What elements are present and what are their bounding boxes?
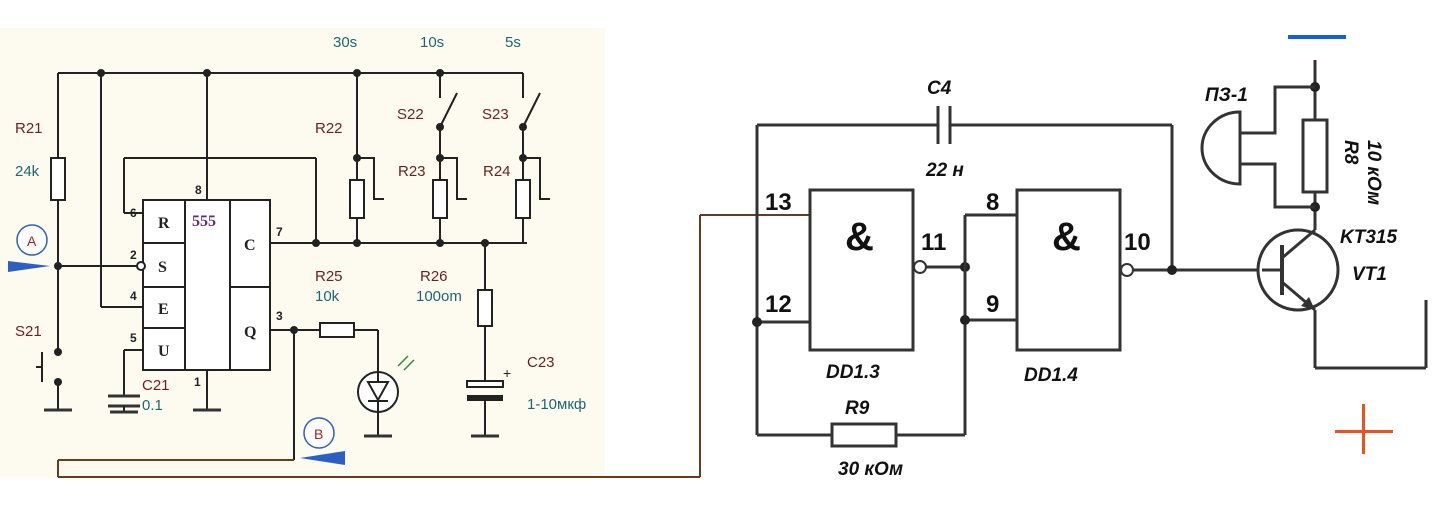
chip-pin-u: U — [158, 343, 170, 360]
resistor-r24 — [515, 179, 531, 219]
time-label-5s: 5s — [505, 34, 521, 51]
r21-value: 24k — [15, 163, 40, 180]
pin-number-4: 4 — [130, 289, 137, 303]
r21-name: R21 — [15, 120, 43, 137]
pin-number-2: 2 — [130, 248, 137, 262]
right-circuit-logic — [752, 60, 1428, 448]
r26-name: R26 — [420, 268, 448, 285]
plus-indicator — [1335, 404, 1393, 454]
chip-pin-s: S — [158, 259, 167, 276]
r24-name: R24 — [483, 163, 511, 180]
c23-name: C23 — [527, 354, 555, 371]
c23-value: 1-10мкф — [527, 396, 586, 413]
resistor-r21 — [50, 157, 66, 201]
switch-s21 — [36, 348, 72, 412]
pin-number-1: 1 — [194, 375, 201, 389]
s21-name: S21 — [15, 323, 42, 340]
switch-s23 — [522, 92, 541, 128]
left-panel-background — [0, 28, 605, 478]
pin-number-5: 5 — [130, 331, 137, 345]
chip-pin-q: Q — [244, 324, 256, 341]
gate-dd1-4-inverter — [1120, 263, 1134, 277]
resistor-r25 — [319, 322, 355, 338]
marker-a — [8, 224, 50, 272]
pin-number-7: 7 — [276, 225, 283, 239]
gate-dd1-4-pin-9: 9 — [986, 291, 999, 318]
time-label-30s: 30s — [333, 34, 357, 51]
r23-name: R23 — [398, 163, 426, 180]
transistor-name: VT1 — [1352, 264, 1387, 285]
pin-number-8: 8 — [195, 183, 202, 197]
gate-dd1-3 — [808, 188, 915, 352]
resistor-r8 — [1301, 118, 1329, 194]
resistor-r22 — [349, 179, 365, 219]
gate-dd1-4-pin-8: 8 — [986, 189, 999, 216]
minus-indicator — [1288, 35, 1346, 39]
time-label-10s: 10s — [420, 34, 444, 51]
marker-b-label: B — [314, 426, 323, 442]
timer-chip-555 — [142, 199, 271, 371]
c21-value: 0.1 — [142, 397, 163, 414]
marker-b — [300, 417, 345, 465]
r8-name: R8 — [1340, 140, 1361, 165]
s22-name: S22 — [397, 106, 424, 123]
gate-dd1-3-name: DD1.3 — [826, 362, 880, 383]
pin-number-3: 3 — [276, 309, 283, 323]
capacitor-c23: + — [466, 365, 511, 401]
led-indicator — [357, 355, 415, 438]
marker-a-label: A — [27, 233, 37, 249]
resistor-r23 — [432, 179, 448, 219]
transistor-vt1 — [1256, 228, 1340, 312]
gate-dd1-3-pin-11: 11 — [921, 229, 946, 256]
gate-dd1-3-symbol: & — [845, 215, 874, 259]
c4-value: 22 н — [925, 160, 964, 181]
r25-value: 10k — [315, 288, 340, 305]
r9-value: 30 кОм — [838, 459, 903, 480]
r8-value: 10 кОм — [1363, 140, 1384, 205]
gate-dd1-4-pin-10: 10 — [1124, 229, 1151, 256]
resistor-r9 — [830, 422, 898, 448]
transistor-type: KT315 — [1340, 227, 1397, 248]
gate-dd1-4-name: DD1.4 — [1024, 365, 1078, 386]
set-pin-inverter — [136, 261, 146, 271]
chip-pin-c: C — [244, 237, 256, 254]
c21-name: C21 — [142, 377, 170, 394]
pin-number-6: 6 — [130, 206, 137, 220]
r22-name: R22 — [315, 120, 343, 137]
left-circuit-555: + — [8, 69, 810, 478]
chip-pin-e: E — [158, 301, 169, 318]
gate-dd1-4-symbol: & — [1052, 215, 1081, 259]
buzzer-name: ПЗ-1 — [1205, 85, 1248, 106]
r26-value: 100om — [416, 288, 462, 305]
r25-name: R25 — [315, 268, 343, 285]
switch-s22 — [439, 92, 458, 128]
gate-dd1-3-pin-13: 13 — [765, 189, 792, 216]
c4-name: C4 — [927, 78, 952, 99]
resistor-r26 — [477, 289, 493, 327]
gate-dd1-3-inverter — [913, 260, 927, 274]
buzzer-pz1 — [1200, 85, 1315, 209]
gate-dd1-3-pin-12: 12 — [765, 291, 792, 318]
chip-pin-r: R — [158, 215, 170, 232]
svg-text:+: + — [503, 365, 511, 381]
s23-name: S23 — [482, 106, 509, 123]
gate-dd1-4 — [1015, 188, 1122, 352]
chip-555-label: 555 — [192, 213, 216, 230]
r9-name: R9 — [845, 398, 870, 419]
